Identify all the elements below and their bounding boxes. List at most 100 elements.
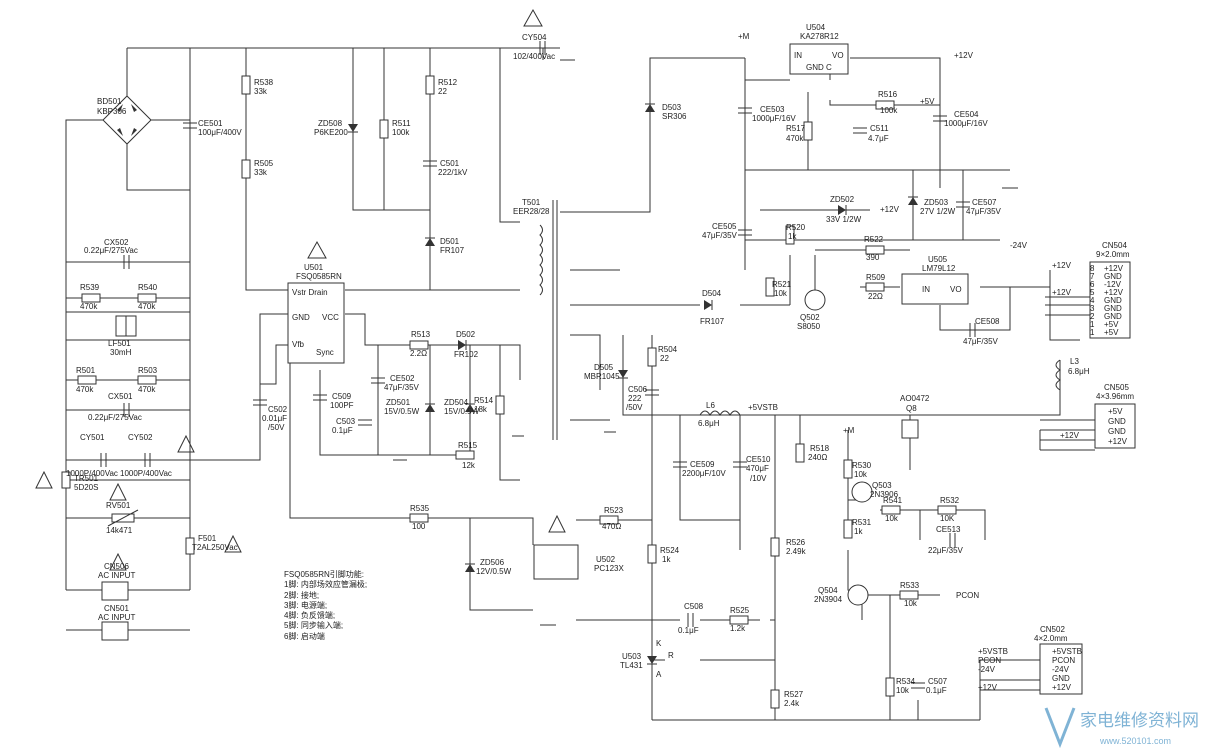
component-labels: BD501 KBP306 CE501 100μF/400V R538 33k R… (66, 23, 1134, 708)
label-cy502: CY502 (128, 433, 153, 442)
ce508-capacitor (969, 323, 976, 337)
label-ce507-value: 47μF/35V (966, 207, 1002, 216)
label-q502-value: S8050 (797, 322, 821, 331)
label-u505-vo: VO (950, 285, 962, 294)
note-line: 3脚: 电源端; (284, 600, 328, 610)
label-f501: F501 (198, 534, 217, 543)
label-ce502: CE502 (390, 374, 415, 383)
note-line: 6脚: 启动端 (284, 631, 325, 641)
label-lf501-value: 30mH (110, 348, 132, 357)
warning-icon (224, 534, 242, 553)
r534-resistor (885, 677, 895, 697)
ce504-capacitor (933, 115, 947, 122)
c501-capacitor (423, 160, 437, 167)
label-ce504-value: 1000μF/16V (944, 119, 988, 128)
label-ce508-value: 47μF/35V (963, 337, 999, 346)
cn502-wire-label: +5VSTB (978, 647, 1008, 656)
label-ce505: CE505 (712, 222, 737, 231)
label-c501-value: 222/1kV (438, 168, 468, 177)
ce505-capacitor (738, 229, 752, 236)
cn505-connector (1094, 403, 1136, 449)
label-plus-12v-top: +12V (954, 51, 974, 60)
label-ce513-value: 22μF/35V (928, 546, 964, 555)
label-l6-value: 6.8μH (698, 419, 720, 428)
label-u505-in: IN (922, 285, 930, 294)
label-c508: C508 (684, 602, 704, 611)
cn504-pin-number: 8 (1090, 264, 1095, 273)
label-ce508: CE508 (975, 317, 1000, 326)
r505-resistor (241, 159, 251, 179)
c509-capacitor (313, 394, 327, 401)
zd506-diode (465, 563, 475, 572)
cn504-pin-number: 6 (1090, 280, 1095, 289)
label-c503: C503 (336, 417, 356, 426)
label-r511-value: 100k (392, 128, 410, 137)
cn504-pin: +5V (1104, 328, 1119, 337)
cx501-capacitor (123, 403, 130, 417)
label-u504-c: C (826, 63, 832, 72)
label-q8: Q8 (906, 404, 917, 413)
label-u503-r: R (668, 651, 674, 660)
cn504-pin-labels: +12V GND -12V +12V GND GND GND +5V +5V 8… (1052, 261, 1124, 337)
label-r533-value: 10k (904, 599, 918, 608)
label-pcon-signal: PCON (956, 591, 979, 600)
cn502-pin-labels: +5VSTB PCON -24V GND +12V +5VSTB PCON -2… (978, 647, 1082, 692)
warning-icon (307, 240, 327, 259)
label-zd506-value: 12V/0.5W (476, 567, 512, 576)
cn502-pin: +5VSTB (1052, 647, 1082, 656)
label-r505-value: 33k (254, 168, 268, 177)
label-cn506: CN506 (104, 562, 129, 571)
cn505-pin-labels: +5V GND GND +12V +12V (1060, 407, 1128, 446)
label-d501-value: FR107 (440, 246, 465, 255)
label-c506-voltage: /50V (626, 403, 643, 412)
label-r505: R505 (254, 159, 274, 168)
label-cn505-value: 4×3.96mm (1096, 392, 1134, 401)
label-cy501: CY501 (80, 433, 105, 442)
d503-diode (645, 103, 655, 112)
r532-resistor (937, 505, 957, 515)
label-zd502: ZD502 (830, 195, 855, 204)
d501-diode (425, 237, 435, 246)
label-c511-value: 4.7μF (868, 134, 889, 143)
r538-resistor (241, 75, 251, 95)
label-t501: T501 (522, 198, 541, 207)
label-vcc-pin: VCC (322, 313, 339, 322)
t501-transformer (539, 200, 558, 440)
warning-icon (35, 470, 53, 489)
label-cy502-value: 1000P/400Vac (120, 469, 172, 478)
r523-resistor (599, 515, 619, 525)
label-ce513: CE513 (936, 525, 961, 534)
label-r515-value: 12k (462, 461, 476, 470)
label-r538-value: 33k (254, 87, 268, 96)
label-c507-value: 0.1μF (926, 686, 947, 695)
label-zd503: ZD503 (924, 198, 949, 207)
label-r533: R533 (900, 581, 920, 590)
label-u505: U505 (928, 255, 948, 264)
label-r540: R540 (138, 283, 158, 292)
label-r538: R538 (254, 78, 274, 87)
label-u502: U502 (596, 555, 616, 564)
label-tr501: TR501 (74, 474, 99, 483)
r524-resistor (647, 544, 657, 564)
label-zd508-value: P6KE200 (314, 128, 348, 137)
label-ce504: CE504 (954, 110, 979, 119)
label-r511: R511 (392, 119, 411, 128)
label-cy504-value: 102/400Vac (513, 52, 555, 61)
label-r525-value: 1.2k (730, 624, 746, 633)
label-r516-value: 100k (880, 106, 898, 115)
label-r513-value: 2.2Ω (410, 349, 427, 358)
label-cn501: CN501 (104, 604, 129, 613)
label-sync-pin: Sync (316, 348, 334, 357)
label-zd502-value: 33V 1/2W (826, 215, 862, 224)
label-r522-value: 390 (866, 253, 880, 262)
label-ce503: CE503 (760, 105, 785, 114)
ce502-capacitor (371, 377, 385, 384)
r521-resistor (765, 277, 775, 297)
label-r530-value: 10k (854, 470, 868, 479)
label-r504: R504 (658, 345, 678, 354)
cx502-capacitor (123, 255, 130, 269)
r518-resistor (795, 443, 805, 463)
cn504-pin-number: 4 (1090, 296, 1095, 305)
label-r517-value: 470k (786, 134, 804, 143)
